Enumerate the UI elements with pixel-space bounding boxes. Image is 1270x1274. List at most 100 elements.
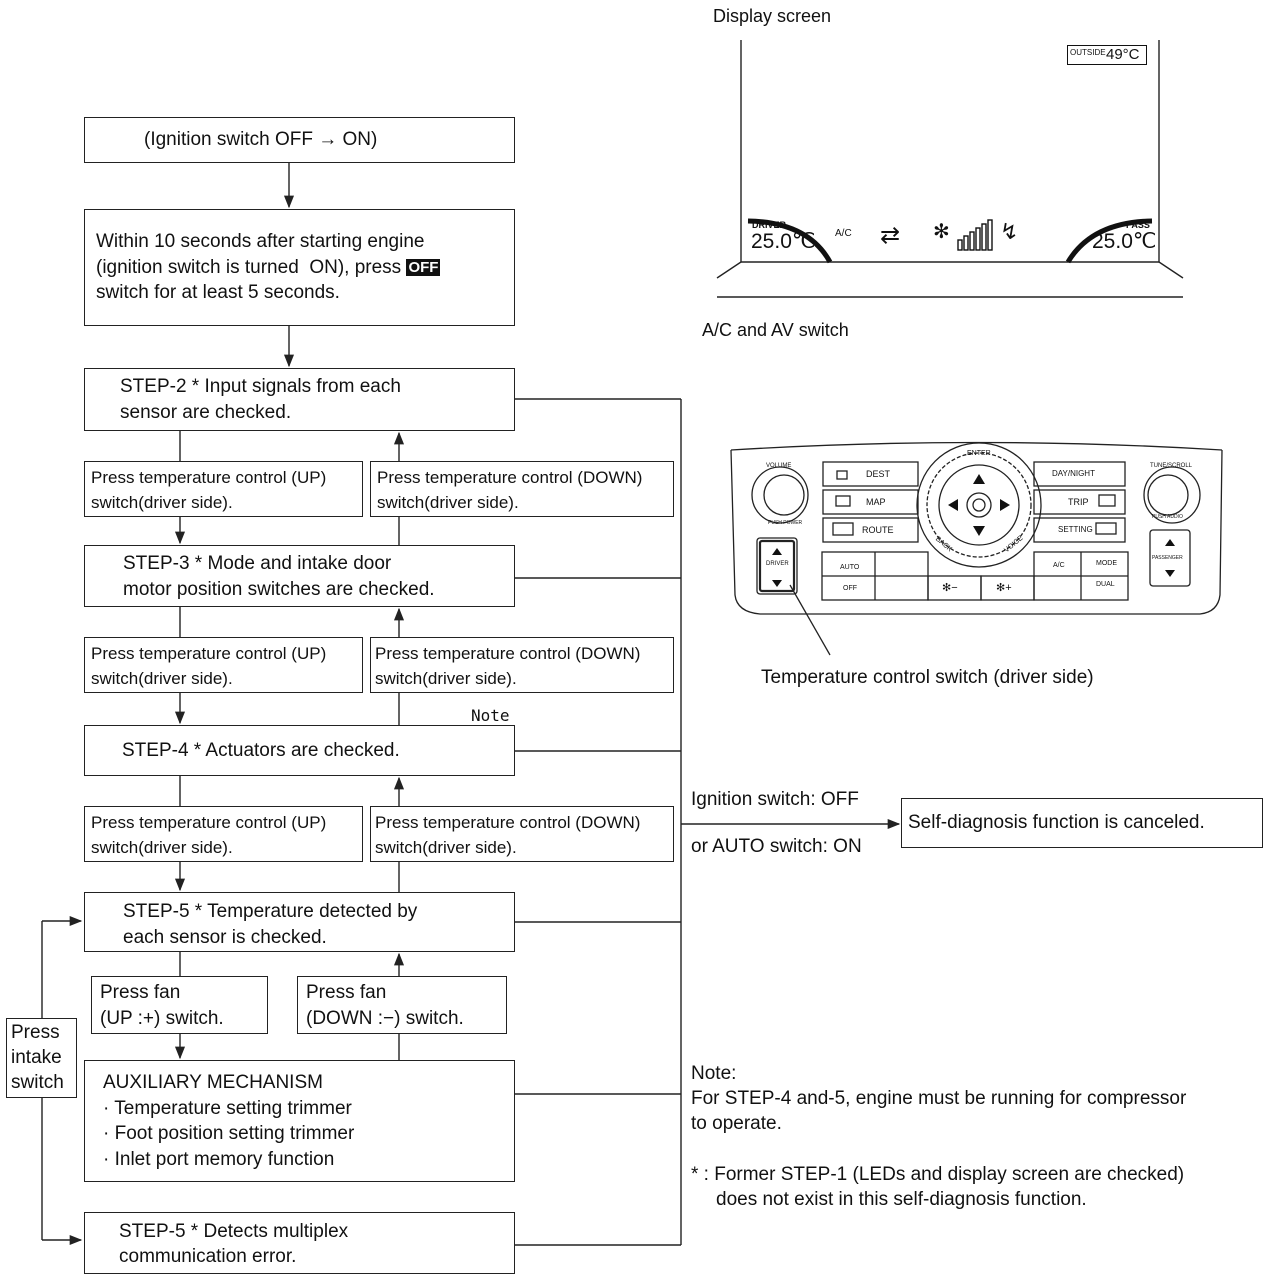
step2-line-2: sensor are checked. [120, 402, 292, 423]
step3-box: STEP-3 * Mode and intake door motor posi… [84, 545, 515, 607]
trip-button[interactable]: TRIP [1068, 497, 1089, 507]
mode-button[interactable]: MODE [1096, 560, 1117, 567]
press-down-box-3: Press temperature control (DOWN) switch(… [370, 806, 674, 862]
outside-temp-box: OUTSIDE 49°C [1067, 45, 1147, 65]
step5-line-2: each sensor is checked. [123, 927, 327, 948]
fan-minus-button[interactable]: ✻− [942, 582, 958, 594]
driver-temp: 25.0℃ [751, 230, 816, 253]
intake-box: Press intake switch [6, 1018, 77, 1098]
dest-button[interactable]: DEST [866, 469, 891, 479]
recirc-car-icon: ⇄ [880, 222, 901, 249]
press-down-1-line-2: switch(driver side). [377, 493, 519, 512]
press-up-box-1: Press temperature control (UP) switch(dr… [84, 461, 363, 517]
fan-minus-label: − [951, 582, 958, 594]
auto-button[interactable]: AUTO [840, 564, 860, 571]
fan-icon: ✻ [933, 221, 950, 243]
push-power-label: PUSH POWER [768, 520, 803, 526]
cancel-box: Self-diagnosis function is canceled. [901, 798, 1263, 848]
ignition-off-label: Ignition switch: OFF [691, 789, 859, 810]
note-marker: Note [471, 706, 510, 725]
off-switch-icon: OFF [406, 259, 441, 276]
press-down-3-line-2: switch(driver side). [375, 838, 517, 857]
press-up-1-line-1: Press temperature control (UP) [91, 468, 327, 487]
step5b-line-2: communication error. [119, 1246, 297, 1267]
within-box: Within 10 seconds after starting engine … [84, 209, 515, 326]
driver-label: DRIVER [752, 220, 787, 230]
volume-label: VOLUME [766, 463, 792, 469]
within-line-2-text: (ignition switch is turned ON), press [96, 257, 407, 278]
note-line-3: * : Former STEP-1 (LEDs and display scre… [691, 1164, 1185, 1185]
dual-button[interactable]: DUAL [1096, 581, 1115, 588]
press-up-3-line-1: Press temperature control (UP) [91, 813, 327, 832]
cancel-text: Self-diagnosis function is canceled. [908, 812, 1205, 833]
outside-label: OUTSIDE [1070, 48, 1106, 57]
within-line-3: switch for at least 5 seconds. [96, 282, 340, 303]
daynight-button[interactable]: DAY/NIGHT [1052, 469, 1095, 478]
step5b-line-1: STEP-5 * Detects multiplex [119, 1221, 349, 1242]
map-button[interactable]: MAP [866, 497, 886, 507]
route-button[interactable]: ROUTE [862, 525, 894, 535]
press-up-1-line-2: switch(driver side). [91, 493, 233, 512]
off-button[interactable]: OFF [843, 585, 857, 592]
fan-down-box: Press fan (DOWN :−) switch. [297, 976, 507, 1034]
fan-plus-button[interactable]: ✻+ [996, 582, 1012, 594]
fan-up-line-2: (UP :+) switch. [100, 1008, 224, 1029]
fan-down-line-2: (DOWN :−) switch. [306, 1008, 464, 1029]
ac-button[interactable]: A/C [1053, 562, 1065, 569]
press-down-box-2: Press temperature control (DOWN) switch(… [370, 637, 674, 693]
pass-temp: 25.0℃ [1092, 230, 1157, 253]
aux-item-2: · Foot position setting trimmer [103, 1123, 355, 1144]
aux-item-1: · Temperature setting trimmer [103, 1098, 352, 1119]
within-line-1: Within 10 seconds after starting engine [96, 231, 425, 252]
enter-label[interactable]: ENTER [967, 450, 991, 457]
intake-line-2: intake [11, 1047, 62, 1068]
step4-box: STEP-4 * Actuators are checked. [84, 725, 515, 776]
step5-box: STEP-5 * Temperature detected by each se… [84, 892, 515, 952]
fan-up-box: Press fan (UP :+) switch. [91, 976, 268, 1034]
step5b-box: STEP-5 * Detects multiplex communication… [84, 1212, 515, 1274]
press-down-3-line-1: Press temperature control (DOWN) [375, 813, 641, 832]
step3-line-1: STEP-3 * Mode and intake door [123, 553, 392, 574]
note-line-2: to operate. [691, 1113, 782, 1134]
tune-label: TUNE/SCROLL [1150, 463, 1193, 469]
driver-temp-switch[interactable]: DRIVER [766, 561, 789, 567]
aux-item-3: · Inlet port memory function [103, 1149, 335, 1170]
outside-temp: 49°C [1106, 46, 1140, 63]
press-up-2-line-2: switch(driver side). [91, 669, 233, 688]
push-audio-label: PUSH AUDIO [1152, 514, 1183, 520]
press-down-2-line-2: switch(driver side). [375, 669, 517, 688]
fan-down-line-1: Press fan [306, 982, 387, 1003]
airflow-mode-icon: ↯ [1000, 219, 1019, 244]
pass-label: PASS [1126, 220, 1150, 230]
aux-box: AUXILIARY MECHANISM · Temperature settin… [84, 1060, 515, 1182]
press-up-3-line-2: switch(driver side). [91, 838, 233, 857]
intake-line-1: Press [11, 1022, 60, 1043]
ac-indicator: A/C [835, 228, 852, 239]
step3-line-2: motor position switches are checked. [123, 579, 435, 600]
setting-button[interactable]: SETTING [1058, 525, 1093, 534]
note-line-1: For STEP-4 and-5, engine must be running… [691, 1088, 1187, 1109]
panel-label: A/C and AV switch [702, 320, 849, 340]
panel-caption: Temperature control switch (driver side) [761, 667, 1094, 688]
fan-up-line-1: Press fan [100, 982, 181, 1003]
auto-on-label: or AUTO switch: ON [691, 836, 862, 857]
ignition-text: (Ignition switch OFF → ON) [144, 129, 378, 150]
step2-line-1: STEP-2 * Input signals from each [120, 376, 401, 397]
note-title: Note: [691, 1063, 737, 1084]
press-down-2-line-1: Press temperature control (DOWN) [375, 644, 641, 663]
ignition-box: (Ignition switch OFF → ON) [84, 117, 515, 163]
display-screen-label: Display screen [713, 6, 832, 26]
press-up-box-3: Press temperature control (UP) switch(dr… [84, 806, 363, 862]
within-line-2: (ignition switch is turned ON), press OF… [96, 255, 441, 281]
fan-plus-label: + [1005, 582, 1012, 594]
step5-line-1: STEP-5 * Temperature detected by [123, 901, 418, 922]
passenger-temp-switch[interactable]: PASSENGER [1152, 555, 1183, 561]
intake-line-3: switch [11, 1072, 64, 1093]
step2-box: STEP-2 * Input signals from each sensor … [84, 368, 515, 431]
press-down-1-line-1: Press temperature control (DOWN) [377, 468, 643, 487]
aux-title: AUXILIARY MECHANISM [103, 1072, 323, 1093]
note-line-4: does not exist in this self-diagnosis fu… [716, 1189, 1087, 1210]
press-down-box-1: Press temperature control (DOWN) switch(… [370, 461, 674, 517]
press-up-2-line-1: Press temperature control (UP) [91, 644, 327, 663]
